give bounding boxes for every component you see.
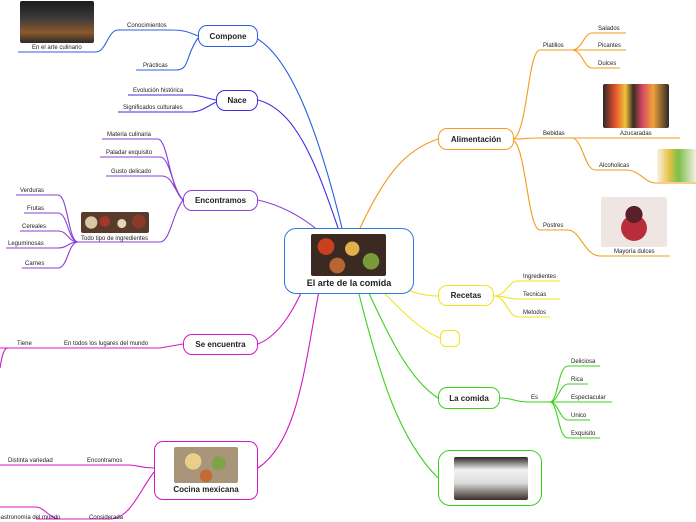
central-topic-title: El arte de la comida: [306, 278, 392, 288]
considerada-label: Considerada: [89, 515, 124, 521]
rica-label: Rica: [571, 377, 584, 383]
salados-label: Salados: [598, 26, 620, 32]
chef-cooking-photo: [20, 1, 94, 43]
mayoria-dulces-label: Mayoría dulces: [614, 249, 655, 255]
practicas-label: Prácticas: [143, 63, 168, 69]
topic-compone-title: Compone: [209, 31, 247, 41]
ingredients-photo: [81, 212, 149, 233]
materia-culinaria-label: Materia culinaria: [107, 132, 152, 138]
topic-cocina-mexicana[interactable]: Cocina mexicana: [154, 441, 258, 500]
todos-lugares-label: En todos los lugares del mundo: [64, 341, 149, 347]
dulces-label: Dulces: [598, 61, 617, 67]
alcoholic-drinks-photo: [657, 149, 696, 182]
significados-culturales-label: Significados culturales: [123, 105, 183, 111]
topic-chef-image[interactable]: [438, 450, 542, 506]
topic-recetas[interactable]: Recetas: [438, 285, 494, 306]
picantes-label: Picantes: [598, 43, 622, 49]
dessert-photo: [601, 197, 667, 247]
frutas-label: Frutas: [27, 206, 45, 212]
postres-label: Postres: [543, 223, 564, 229]
es-label: Es: [531, 395, 539, 401]
tecnicas-label: Tecnicas: [523, 292, 547, 298]
carnes-label: Carnes: [25, 261, 45, 267]
gastronomia-label: Gastronomía del mundo: [0, 515, 61, 521]
topic-cocina-mexicana-title: Cocina mexicana: [173, 485, 239, 494]
topic-se-encuentra[interactable]: Se encuentra: [183, 334, 258, 355]
mexican-food-photo: [174, 447, 238, 483]
topic-nace[interactable]: Nace: [216, 90, 258, 111]
topic-encontramos[interactable]: Encontramos: [183, 190, 258, 211]
exquisito-label: Exquisito: [571, 431, 596, 437]
ingredientes-label: Ingredientes: [523, 274, 557, 280]
topic-nace-title: Nace: [227, 96, 247, 105]
verduras-label: Verduras: [20, 188, 45, 194]
todo-tipo-ingredientes-label: Todo tipo de ingredientes: [81, 236, 149, 242]
evolucion-historica-label: Evolución histórica: [133, 88, 184, 94]
topic-encontramos-title: Encontramos: [194, 196, 247, 205]
azucaradas-label: Azucaradas: [620, 131, 652, 137]
cereales-label: Cereales: [22, 224, 47, 230]
alcoholicas-label: Alcoholicas: [599, 163, 630, 169]
food-spread-photo: [311, 234, 386, 276]
topic-la-comida-title: La comida: [449, 393, 489, 403]
gusto-delicado-label: Gusto delicado: [111, 169, 152, 175]
distinta-variedad-label: Distinta variedad: [8, 458, 53, 464]
espectacular-label: Espectacular: [571, 395, 606, 401]
central-topic[interactable]: El arte de la comida: [284, 228, 414, 294]
sugary-drinks-photo: [603, 84, 669, 128]
paladar-exquisito-label: Paladar exquisito: [106, 150, 153, 156]
topic-recetas-title: Recetas: [450, 291, 482, 300]
tiene-label: Tiene: [17, 341, 32, 347]
arte-culinario-label: En el arte culinario: [32, 45, 82, 51]
topic-empty[interactable]: [440, 330, 460, 347]
deliciosa-label: Deliciosa: [571, 359, 596, 365]
metodos-label: Metodos: [523, 310, 547, 316]
topic-compone[interactable]: Compone: [198, 25, 258, 47]
topic-alimentacion[interactable]: Alimentación: [438, 128, 514, 150]
platillos-label: Platillos: [543, 43, 564, 49]
unico-label: Unico: [571, 413, 587, 419]
chef-plating-photo: [454, 457, 528, 500]
conocimientos-label: Conocimientos: [127, 23, 167, 29]
topic-se-encuentra-title: Se encuentra: [195, 340, 246, 349]
topic-la-comida[interactable]: La comida: [438, 387, 500, 409]
leguminosas-label: Leguminosas: [8, 241, 44, 247]
mx-encontramos-label: Encontramos: [87, 458, 123, 464]
topic-alimentacion-title: Alimentación: [450, 134, 502, 144]
bebidas-label: Bebidas: [543, 131, 565, 137]
